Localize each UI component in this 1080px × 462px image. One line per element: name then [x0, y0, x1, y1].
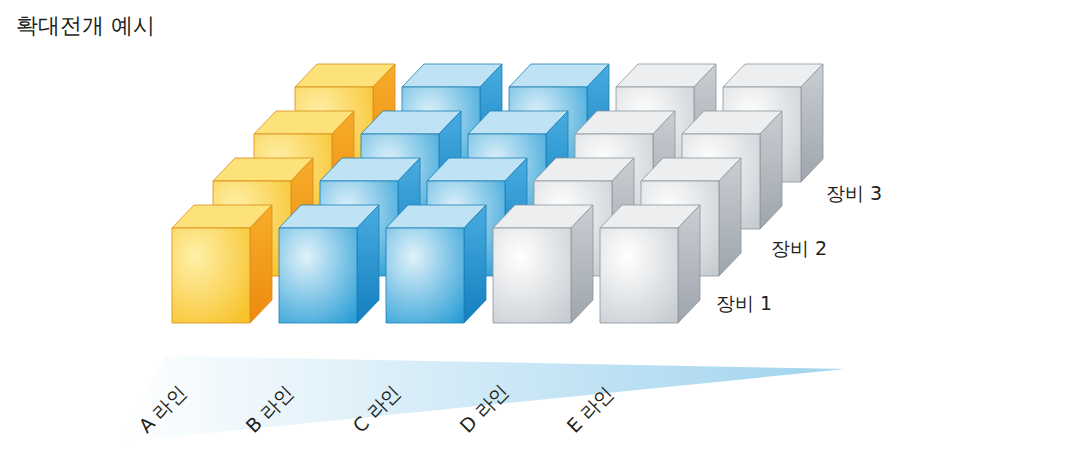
cube-side: [719, 158, 741, 276]
cube-side: [250, 205, 272, 323]
cube-front: [172, 228, 250, 323]
cube-side: [357, 205, 379, 323]
cube-front: [493, 228, 571, 323]
gradient-wedge: [120, 356, 845, 442]
cube-side: [464, 205, 486, 323]
cube-side: [801, 64, 823, 182]
cube-side: [678, 205, 700, 323]
cube-side: [571, 205, 593, 323]
cube-front: [386, 228, 464, 323]
cube-front: [600, 228, 678, 323]
cube-grid: [172, 64, 823, 323]
diagram-title: 확대전개 예시: [16, 14, 155, 38]
equipment-label: 장비 1: [716, 293, 772, 314]
equipment-label: 장비 3: [826, 183, 882, 204]
equipment-label: 장비 2: [771, 238, 827, 259]
cube-side: [760, 111, 782, 229]
cube-front: [279, 228, 357, 323]
